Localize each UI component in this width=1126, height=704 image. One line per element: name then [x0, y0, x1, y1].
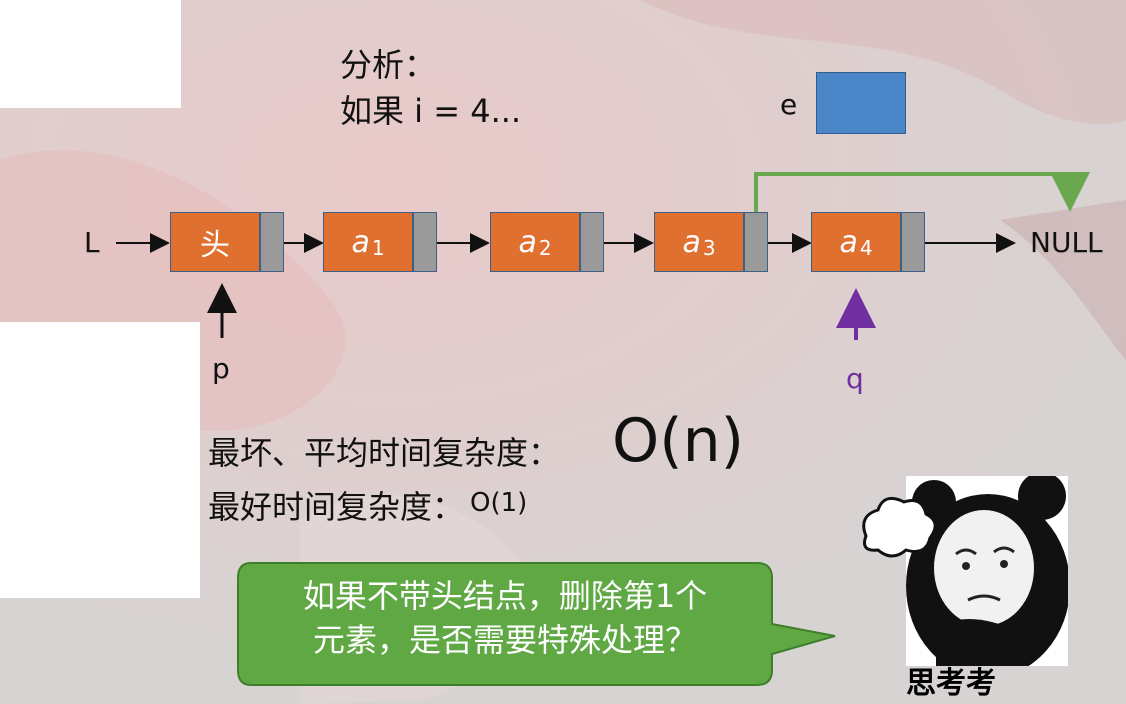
head-node-data: 头 — [170, 212, 260, 272]
best-value: O(1) — [470, 488, 528, 518]
thinking-panda-meme: 思考考 — [856, 472, 1070, 701]
q-label: q — [846, 362, 864, 395]
white-panel-left — [0, 322, 200, 598]
head-pointer-label: L — [84, 226, 100, 259]
analysis-condition: 如果 i = 4... — [340, 92, 522, 130]
node-a4-pointer — [901, 212, 925, 272]
bypass-arrow — [754, 172, 1090, 212]
bubble-shape — [237, 562, 836, 686]
null-label: NULL — [1030, 226, 1103, 259]
meme-caption: 思考考 — [906, 666, 996, 701]
analysis-title: 分析： — [340, 46, 437, 84]
white-panel-top — [0, 0, 181, 108]
bubble-line-2: 元素，是否需要特殊处理？ — [312, 621, 697, 659]
best-label: 最好时间复杂度： — [208, 488, 465, 526]
e-label: e — [780, 88, 798, 121]
head-node-pointer — [260, 212, 284, 272]
head-node: 头 — [170, 212, 284, 272]
worst-avg-value: O(n) — [612, 406, 745, 476]
panda-face-icon — [862, 472, 1070, 678]
node-a1-pointer — [413, 212, 437, 272]
e-node-box — [816, 72, 906, 134]
worst-avg-label: 最坏、平均时间复杂度： — [208, 434, 561, 472]
bubble-line-1: 如果不带头结点，删除第1个 — [302, 577, 708, 615]
p-label: p — [212, 352, 230, 385]
node-a3-pointer — [744, 212, 768, 272]
node-a2-pointer — [580, 212, 604, 272]
question-bubble: 如果不带头结点，删除第1个 元素，是否需要特殊处理？ — [237, 562, 836, 686]
